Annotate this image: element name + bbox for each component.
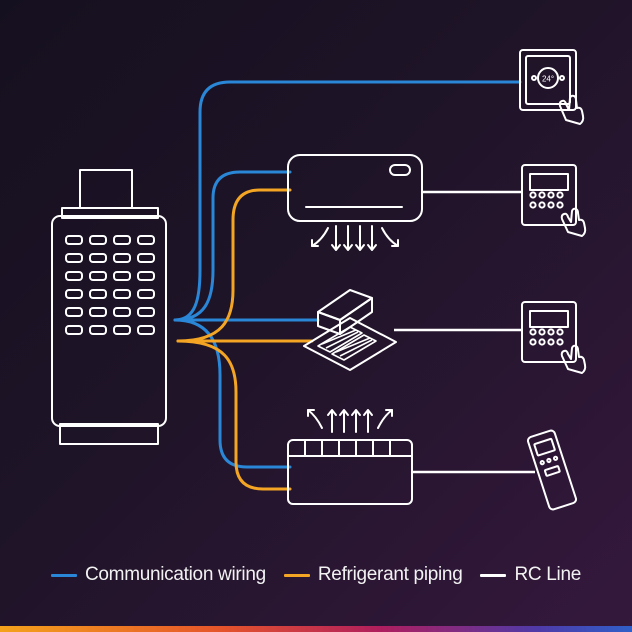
- outdoor-vent-slot: [137, 325, 155, 335]
- comm-line-wall-unit: [173, 170, 292, 322]
- legend-communication: Communication wiring: [50, 564, 266, 586]
- outdoor-vent-slot: [65, 235, 83, 245]
- communication-wiring: [173, 80, 522, 469]
- wired-controller-buttons: [529, 328, 564, 346]
- controller-button: [538, 338, 546, 346]
- outdoor-vent-slot: [89, 325, 107, 335]
- outdoor-vent-slot: [113, 253, 131, 263]
- legend-swatch-rc: [480, 573, 507, 577]
- outdoor-vent-slot: [65, 289, 83, 299]
- outdoor-vent-slot: [113, 307, 131, 317]
- outdoor-vent-slot: [65, 325, 83, 335]
- refrigerant-piping: [176, 188, 314, 491]
- rc-lines: [394, 190, 535, 474]
- ducted-unit-airflow: [307, 409, 393, 433]
- controller-button: [538, 201, 546, 209]
- controller-button: [556, 338, 564, 346]
- ceiling-cassette-unit-icon: [303, 289, 397, 371]
- controller-button: [547, 191, 555, 199]
- outdoor-vent-slot: [137, 235, 155, 245]
- controller-button: [529, 328, 537, 336]
- legend-swatch-refrigerant: [283, 573, 310, 577]
- handheld-remote-icon: [526, 429, 578, 511]
- legend-label-refrigerant: Refrigerant piping: [317, 564, 463, 585]
- controller-button: [529, 191, 537, 199]
- controller-button: [529, 338, 537, 346]
- outdoor-vent-slot: [113, 289, 131, 299]
- controller-button: [556, 328, 564, 336]
- ref-pipe-ducted-unit: [176, 339, 292, 491]
- controller-button: [538, 191, 546, 199]
- wired-controller-buttons: [529, 191, 564, 209]
- controller-button: [538, 328, 546, 336]
- comm-line-touch-controller: [173, 80, 522, 322]
- ducted-unit-icon: [287, 409, 413, 505]
- outdoor-vent-slot: [65, 253, 83, 263]
- outdoor-vent-slot: [113, 235, 131, 245]
- wall-unit-airflow: [311, 225, 399, 251]
- legend-label-rc: RC Line: [514, 564, 582, 585]
- outdoor-vent-slot: [89, 307, 107, 317]
- outdoor-vent-slot: [113, 271, 131, 281]
- outdoor-vent-slot: [113, 325, 131, 335]
- outdoor-vent-slot: [89, 289, 107, 299]
- thermostat-display: 24°: [542, 75, 554, 84]
- legend-swatch-communication: [50, 573, 77, 577]
- outdoor-vent-slot: [89, 271, 107, 281]
- controller-button: [547, 328, 555, 336]
- outdoor-vent-slot: [137, 307, 155, 317]
- controller-button: [547, 201, 555, 209]
- outdoor-vent-slot: [65, 271, 83, 281]
- controller-button: [547, 338, 555, 346]
- controller-button: [556, 191, 564, 199]
- outdoor-unit-icon: [51, 169, 167, 445]
- wall-mounted-indoor-unit-icon: [287, 154, 423, 251]
- outdoor-vent-slot: [65, 307, 83, 317]
- controller-button: [529, 201, 537, 209]
- wired-controller-icon: [521, 301, 587, 374]
- bottom-gradient-bar: [0, 626, 632, 632]
- legend: Communication wiring Refrigerant piping …: [0, 560, 632, 590]
- outdoor-vent-slot: [89, 235, 107, 245]
- ref-pipe-wall-unit: [176, 188, 292, 343]
- outdoor-vent-slot: [137, 253, 155, 263]
- legend-refrigerant: Refrigerant piping: [283, 564, 463, 586]
- legend-label-communication: Communication wiring: [84, 564, 266, 585]
- outdoor-vent-slot: [137, 271, 155, 281]
- outdoor-vent-slot: [137, 289, 155, 299]
- controller-button: [556, 201, 564, 209]
- outdoor-unit-vents: [65, 235, 155, 335]
- legend-rc: RC Line: [480, 564, 581, 586]
- outdoor-vent-slot: [89, 253, 107, 263]
- wired-controller-icon: [521, 164, 587, 237]
- touch-thermostat-icon: 24°: [519, 49, 585, 125]
